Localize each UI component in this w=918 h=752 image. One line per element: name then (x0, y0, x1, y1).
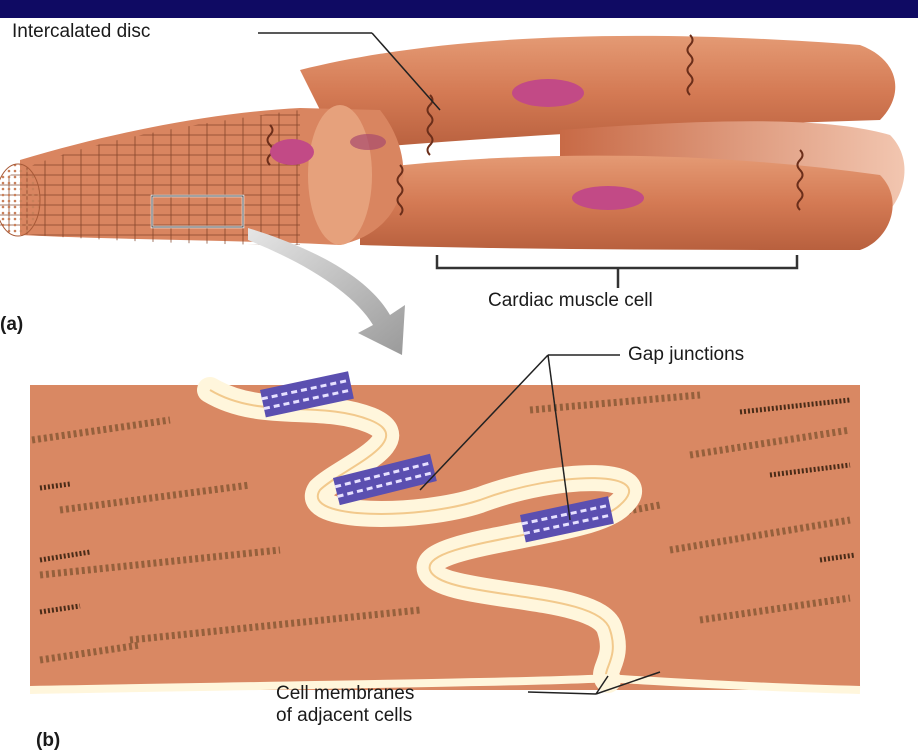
cell-membranes-label: Cell membranes (276, 683, 414, 705)
cardiac-muscle-cell-label: Cardiac muscle cell (488, 290, 653, 312)
cardiac-cell-bracket (437, 255, 797, 268)
adjacent-cells-label: of adjacent cells (276, 705, 412, 727)
muscle-cells-group (0, 35, 904, 250)
nucleus (572, 186, 644, 210)
nucleus (512, 79, 584, 107)
nucleus (270, 139, 314, 165)
magnified-view-group (30, 371, 860, 690)
panel-a-label: (a) (0, 314, 23, 336)
gap-junctions-label: Gap junctions (628, 344, 744, 366)
intercalated-disc-label: Intercalated disc (12, 21, 150, 43)
zoom-arrow (248, 228, 405, 355)
panel-b-label: (b) (36, 730, 60, 752)
